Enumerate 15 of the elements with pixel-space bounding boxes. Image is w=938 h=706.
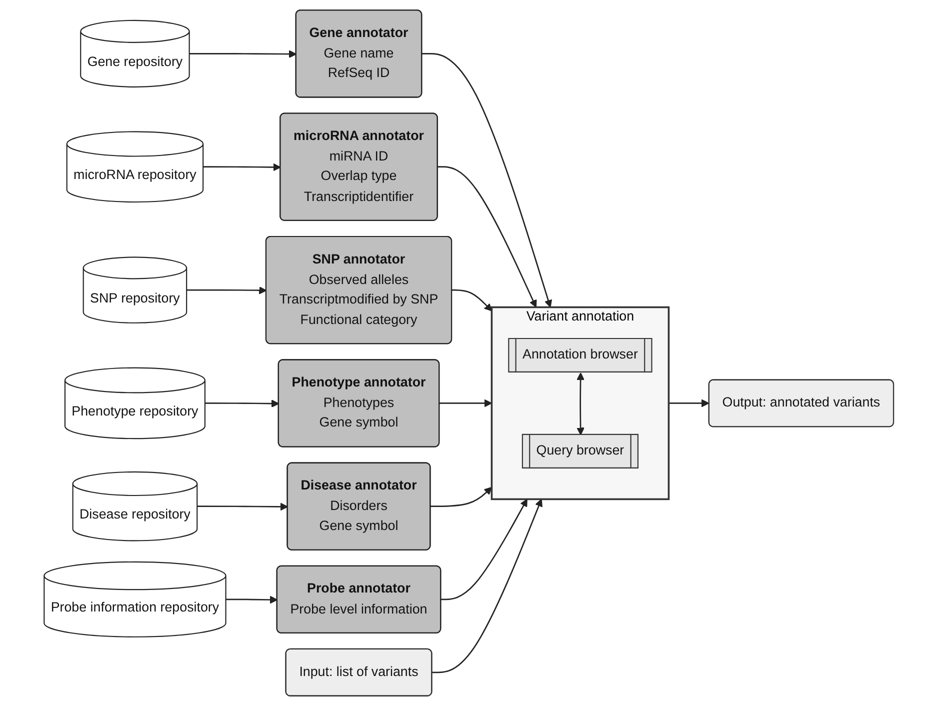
arrow — [432, 498, 543, 674]
arrow — [668, 399, 710, 408]
arrow — [203, 163, 282, 172]
arrow — [422, 53, 552, 308]
arrow — [430, 486, 492, 507]
arrow — [440, 498, 528, 600]
arrow — [186, 286, 267, 294]
arrow — [205, 400, 280, 408]
arrow — [189, 50, 297, 58]
arrow — [197, 502, 288, 511]
arrow — [452, 289, 492, 312]
arrow — [576, 372, 585, 436]
arrow — [439, 399, 492, 408]
arrow — [438, 166, 537, 308]
arrow — [226, 596, 278, 604]
